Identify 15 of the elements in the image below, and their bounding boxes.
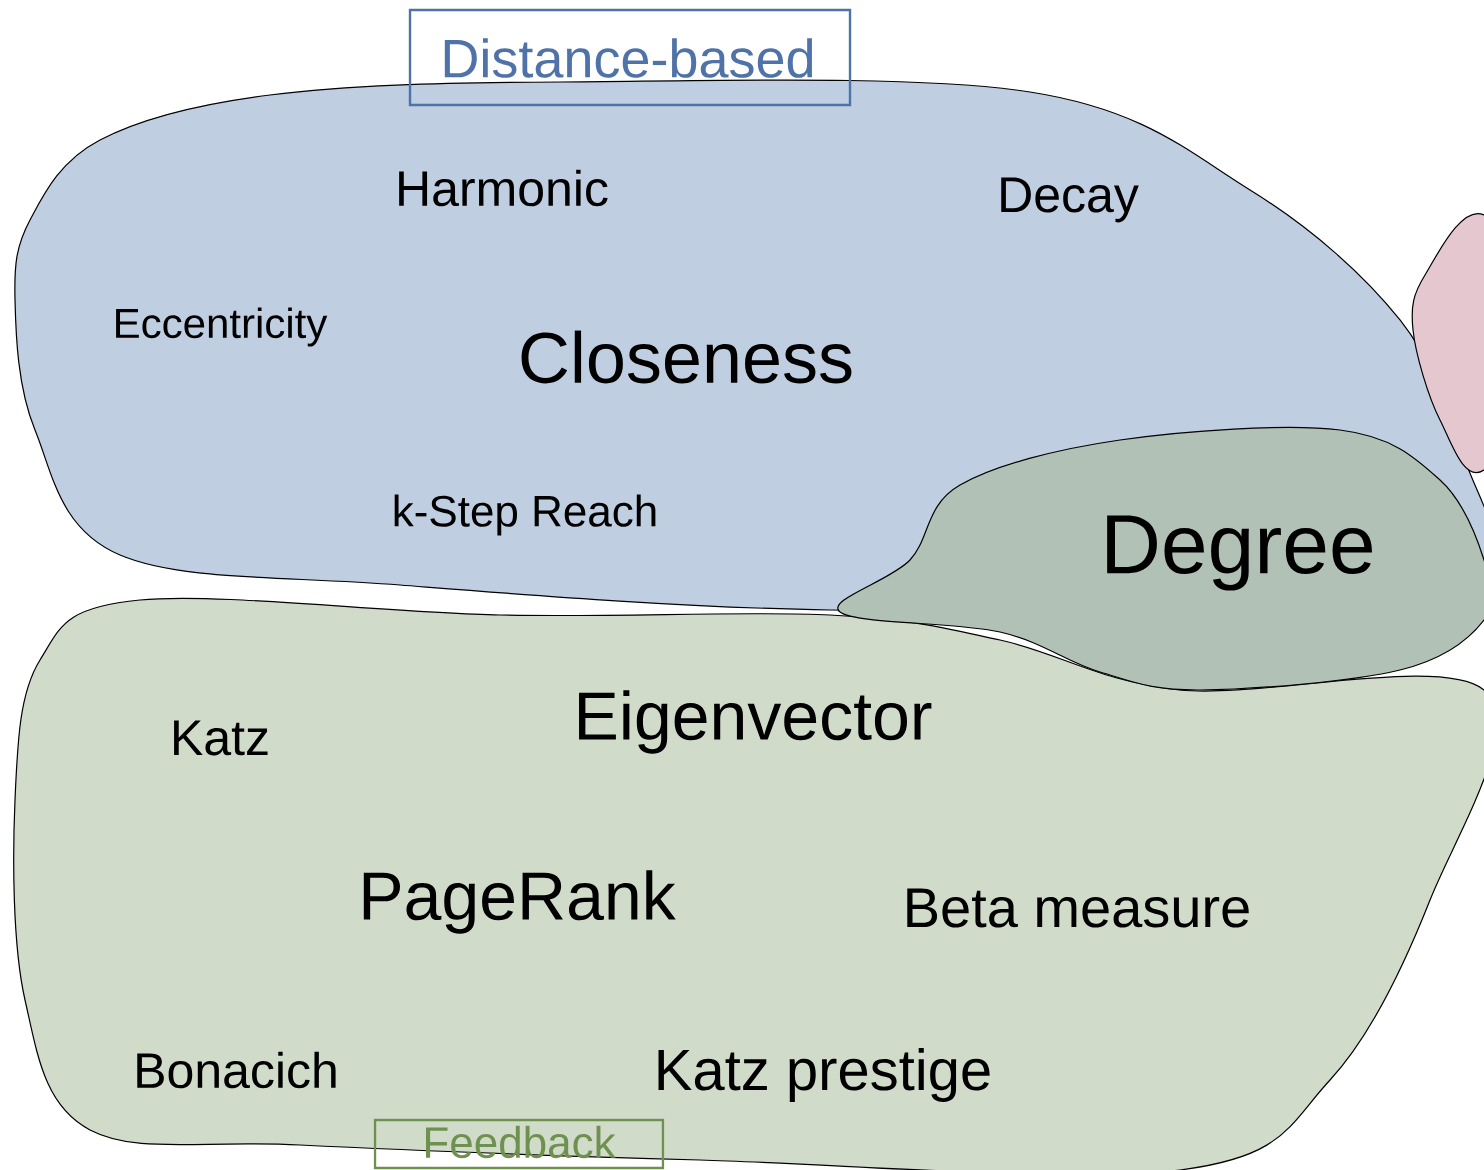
term-label: Eccentricity [116, 307, 328, 347]
term-label: Katz prestige [658, 1047, 990, 1103]
term-label: Degree [1107, 515, 1372, 591]
term-label: PageRank [363, 870, 676, 934]
term-label: Beta measure [907, 888, 1249, 928]
heading-box: Distance-based [408, 8, 852, 107]
term-label: k-Step Reach [394, 494, 656, 536]
term-label: Eigenvector [579, 690, 932, 754]
heading-box: Feedback [373, 1118, 665, 1170]
term-label: Decay [1001, 177, 1139, 223]
term-label: Katz [174, 720, 268, 756]
region [1411, 212, 1484, 474]
term-label: Bonacich [137, 1051, 336, 1089]
term-label: Closeness [521, 330, 852, 384]
term-label: Harmonic [399, 169, 608, 207]
